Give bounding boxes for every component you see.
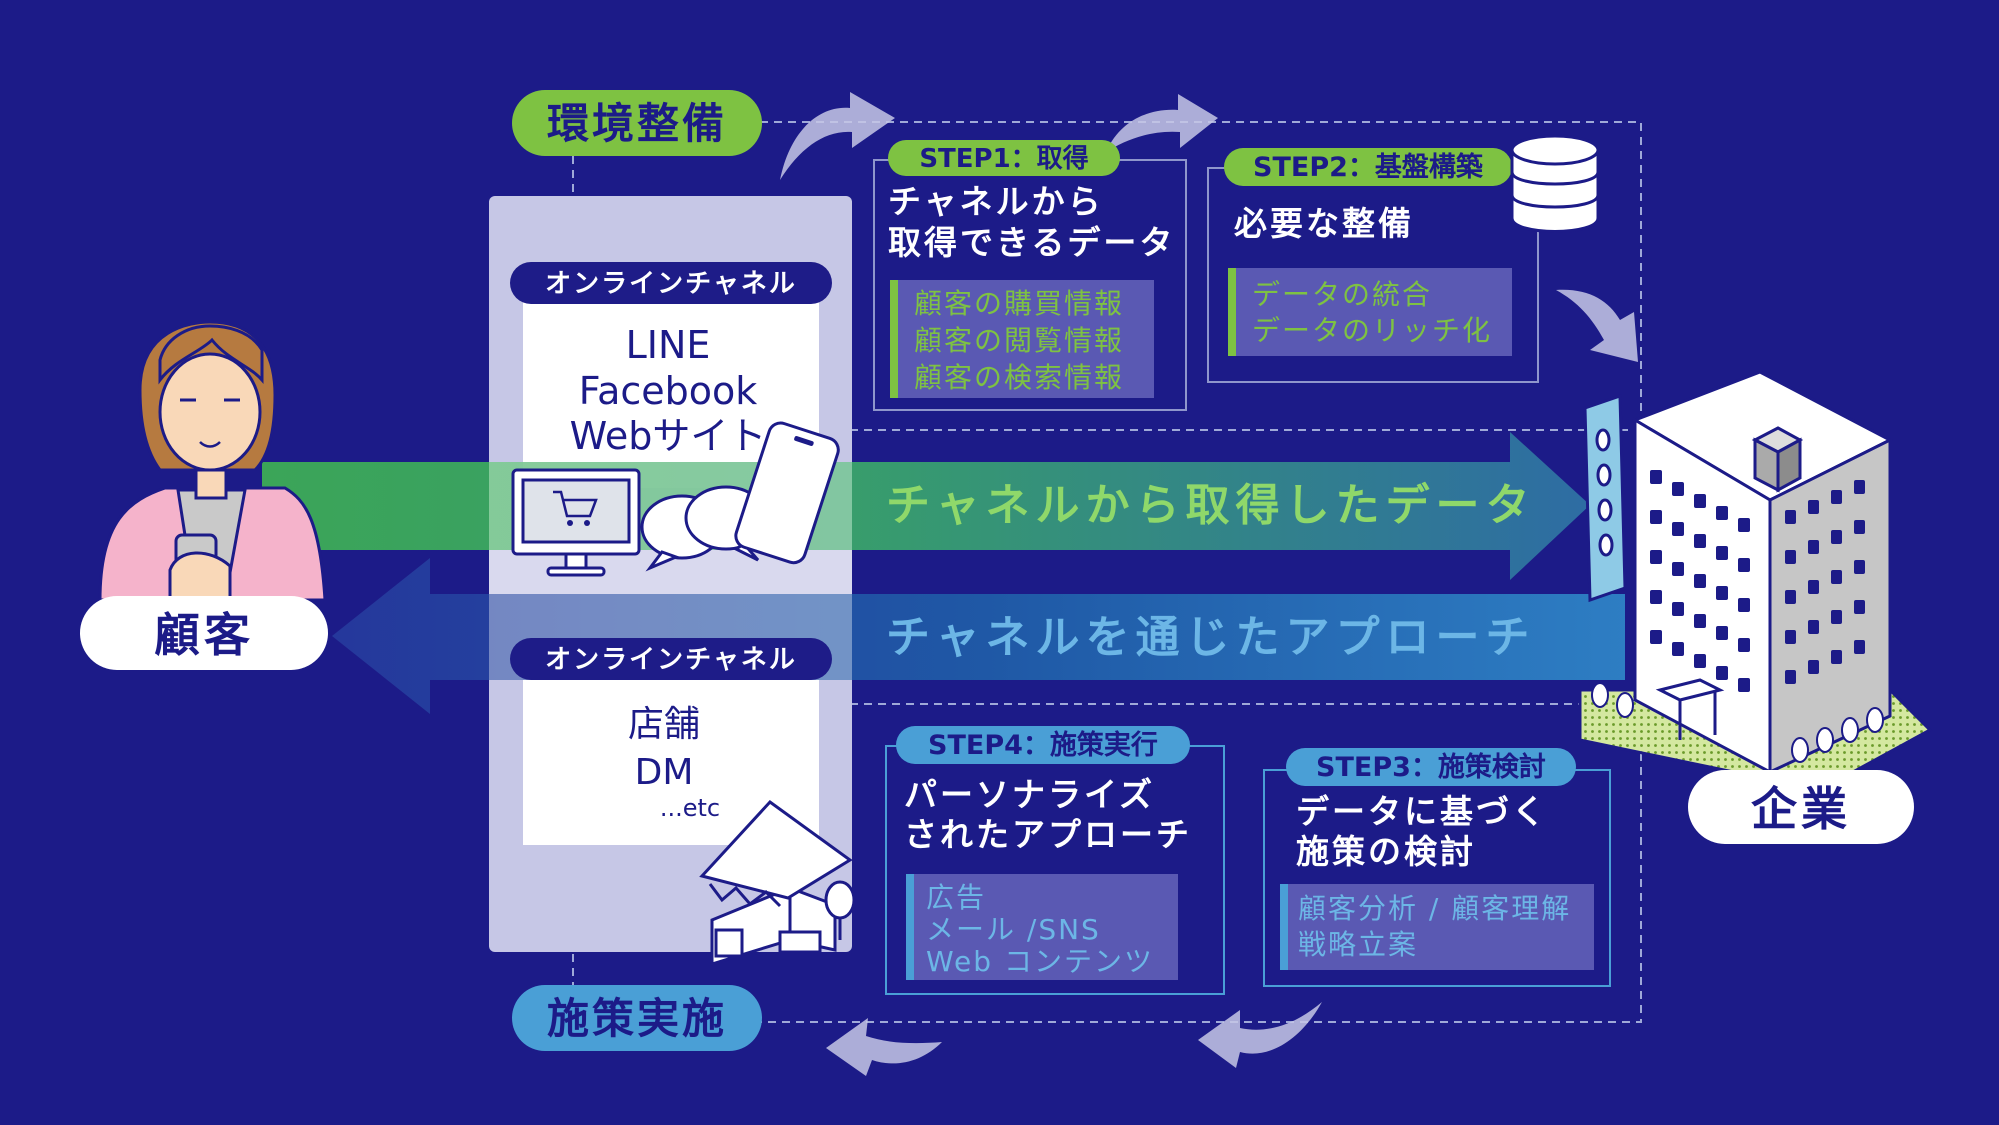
arrow-approach-label: チャネルを通じたアプローチ <box>886 612 1536 663</box>
step1-title-line1: チャネルから <box>888 182 1104 221</box>
step4-title-line2: されたアプローチ <box>904 815 1192 854</box>
flow-arrows <box>780 92 1638 1076</box>
online-channel-label-2: オンラインチャネル <box>545 645 797 675</box>
step2-title-line1: 必要な整備 <box>1234 204 1414 243</box>
step4-tag-label: STEP4：施策実行 <box>928 729 1158 761</box>
channel-website: Webサイト <box>570 414 767 458</box>
customer-badge <box>80 596 328 670</box>
online-channel-label: オンラインチャネル <box>545 269 797 299</box>
channel-etc: ...etc <box>660 794 720 822</box>
step3-item-2: 戦略立案 <box>1298 928 1418 961</box>
step1-title-line2: 取得できるデータ <box>888 223 1175 262</box>
building-trees <box>1591 682 1884 763</box>
step2-list <box>1228 268 1512 356</box>
arrow-data-label: チャネルから取得したデータ <box>886 480 1536 531</box>
step4-tag <box>896 726 1190 764</box>
offline-channel-badge <box>510 638 832 680</box>
step1-tag <box>888 140 1120 176</box>
step1-item-2: 顧客の閲覧情報 <box>914 324 1124 357</box>
step3-item-1: 顧客分析 / 顧客理解 <box>1298 892 1571 925</box>
step3-tag-label: STEP3：施策検討 <box>1316 751 1546 783</box>
step4-item-3: Web コンテンツ <box>926 945 1154 978</box>
customer-label: 顧客 <box>154 608 254 662</box>
step2-tag <box>1224 148 1512 186</box>
env-setup-badge <box>512 90 762 156</box>
env-setup-label: 環境整備 <box>547 99 727 148</box>
storefront-icon <box>699 800 856 967</box>
step4-item-2: メール /SNS <box>926 913 1101 946</box>
step2-list-accent <box>1228 268 1236 356</box>
step1-list <box>890 280 1154 398</box>
step3-list <box>1280 884 1594 970</box>
step3-title-line2: 施策の検討 <box>1296 832 1476 871</box>
smartphone-icon <box>734 421 840 565</box>
channel-store: 店舗 <box>628 704 700 745</box>
customer-figure <box>98 320 327 602</box>
company-label: 企業 <box>1751 782 1851 836</box>
step3-list-accent <box>1280 884 1288 970</box>
step1-item-1: 顧客の購買情報 <box>914 287 1124 320</box>
step1-item-3: 顧客の検索情報 <box>914 361 1124 394</box>
step4-title-line1: パーソナライズ <box>904 775 1155 814</box>
step3-title-line1: データに基づく <box>1296 792 1548 831</box>
step2-tag-label: STEP2：基盤構築 <box>1253 151 1484 183</box>
measure-label: 施策実施 <box>547 994 727 1043</box>
step1-list-accent <box>890 280 898 398</box>
step4-list-accent <box>906 874 914 980</box>
company-badge <box>1688 770 1914 844</box>
building-windows <box>1650 470 1865 692</box>
step4-list <box>906 874 1178 980</box>
channel-facebook: Facebook <box>579 369 758 413</box>
step2-item-1: データの統合 <box>1252 278 1432 311</box>
step1-tag-label: STEP1：取得 <box>919 144 1088 174</box>
step2-item-2: データのリッチ化 <box>1252 314 1492 347</box>
channel-line: LINE <box>626 323 711 367</box>
channel-dm: DM <box>635 752 694 793</box>
measure-badge <box>512 985 762 1051</box>
step3-tag <box>1286 748 1576 786</box>
online-channel-badge <box>510 262 832 304</box>
database-icon <box>1510 134 1600 233</box>
computer-icon <box>511 468 641 577</box>
step4-item-1: 広告 <box>926 881 986 914</box>
